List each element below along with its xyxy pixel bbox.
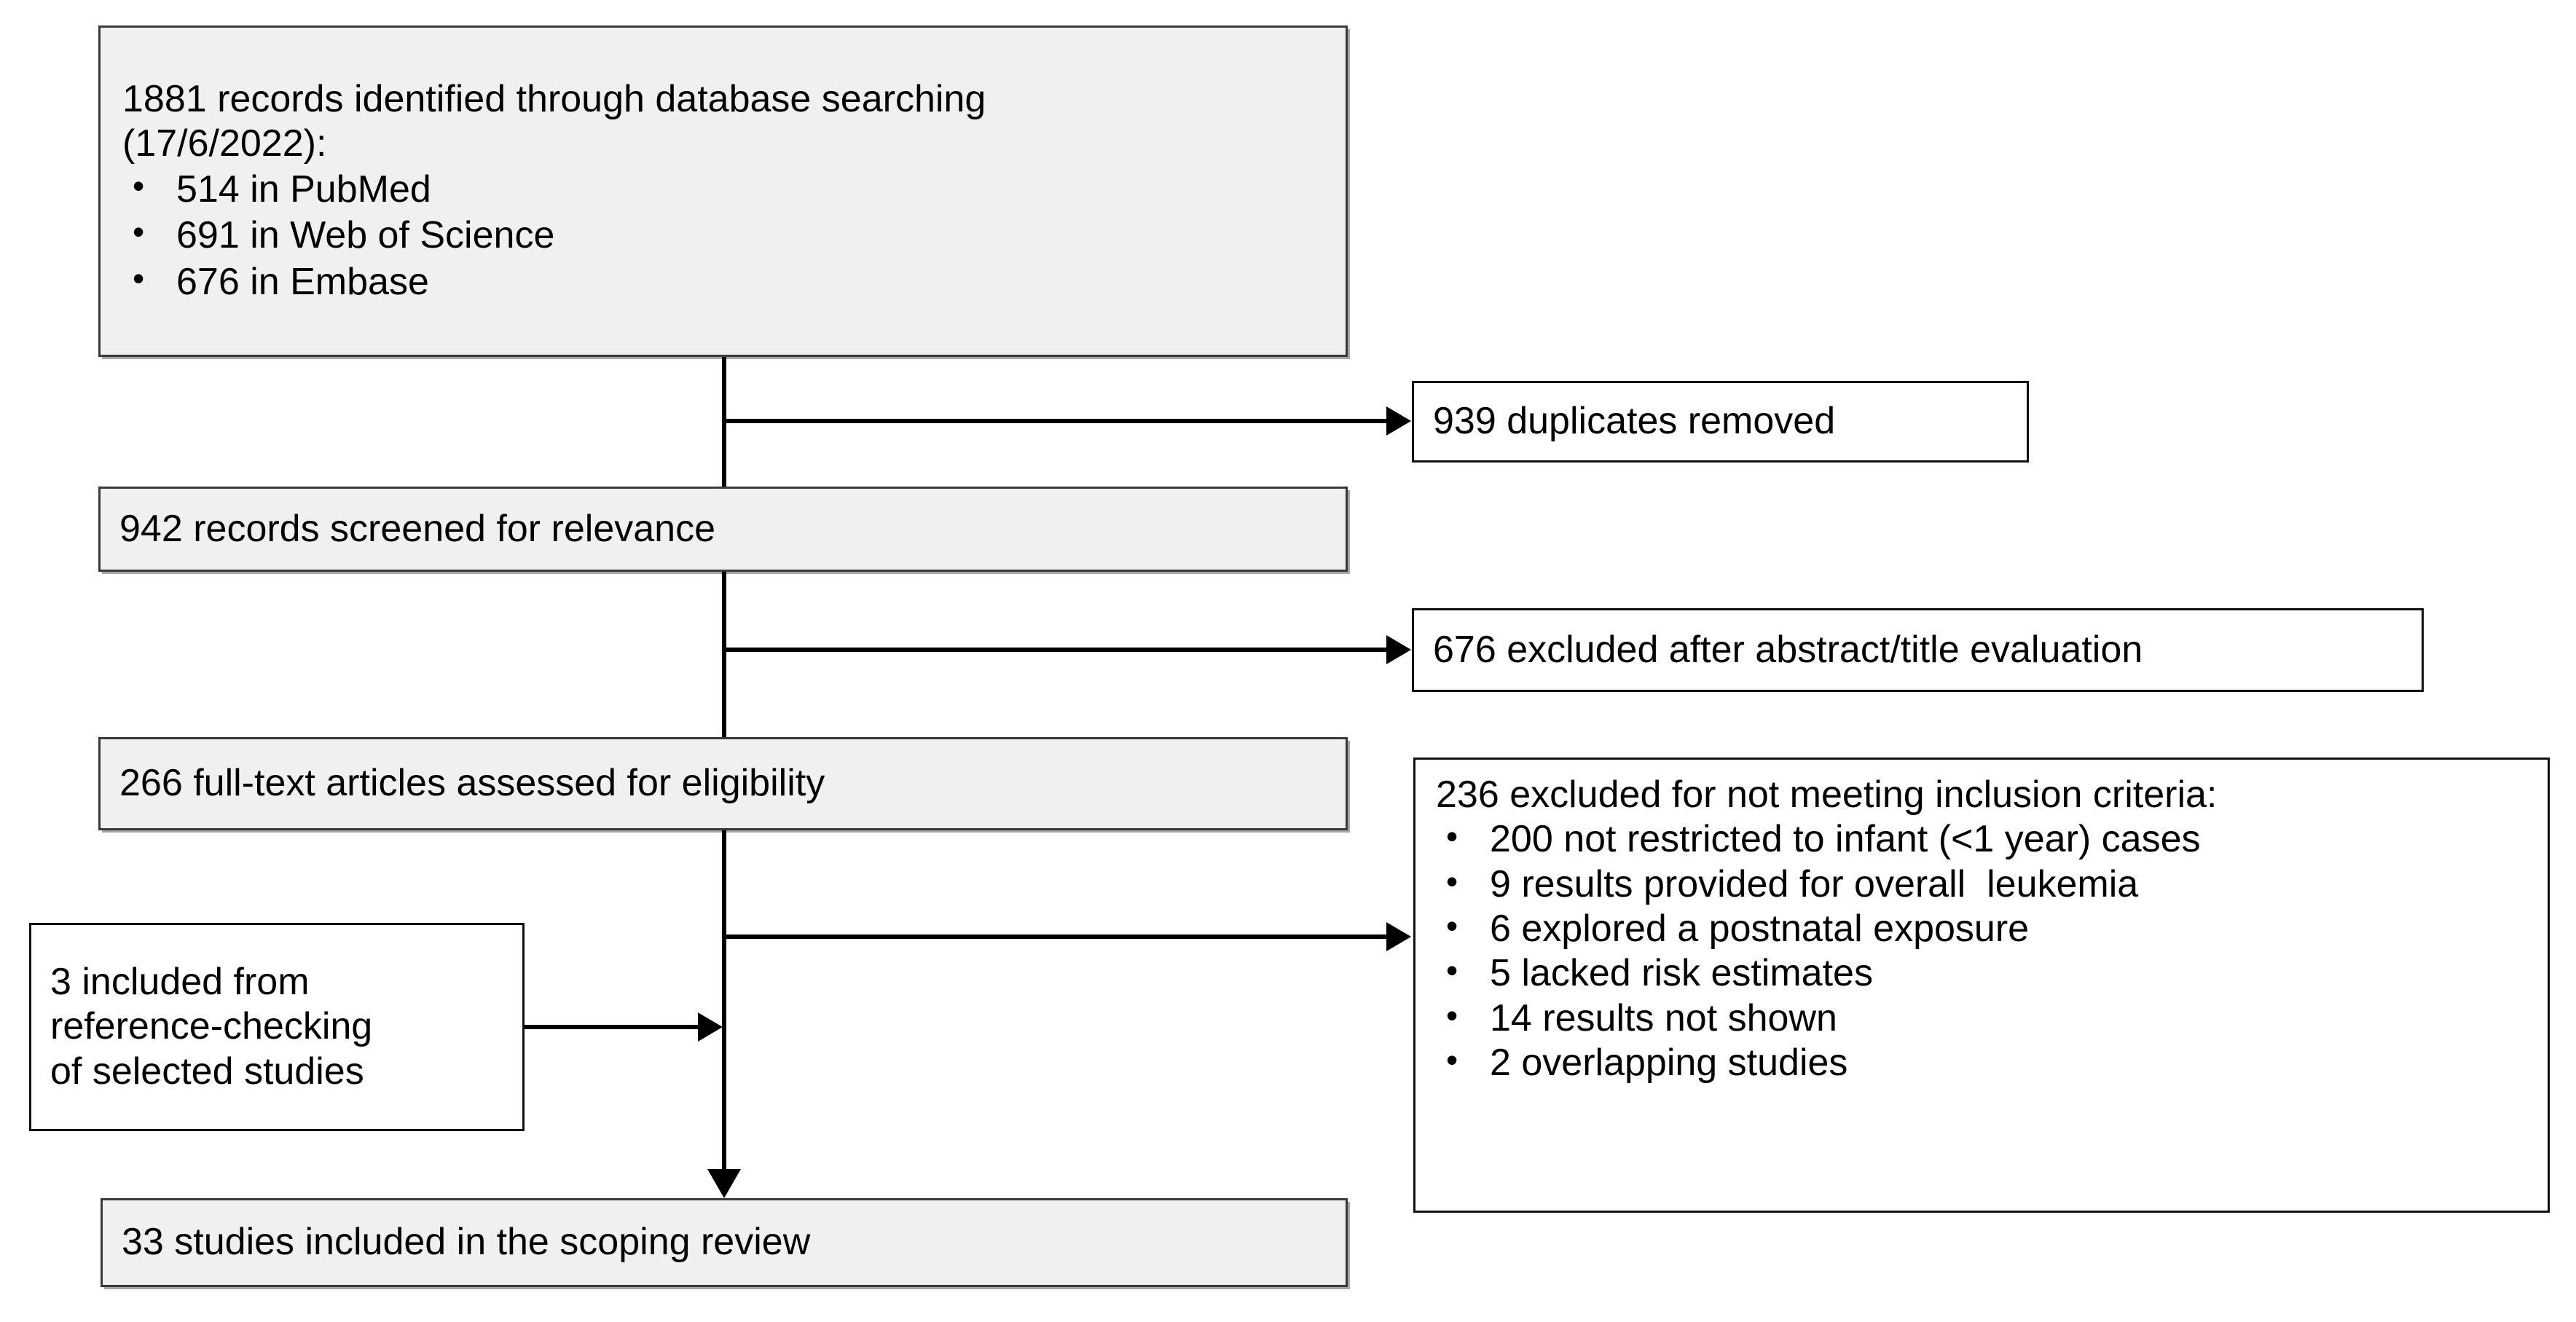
box-excluded-abstract-title: 676 excluded after abstract/title evalua…: [1412, 608, 2424, 692]
reference-checking-line1: 3 included from: [50, 960, 310, 1003]
box-records-identified: 1881 records identified through database…: [98, 25, 1348, 357]
list-item: 5 lacked risk estimates: [1436, 950, 2527, 996]
duplicates-removed-text: 939 duplicates removed: [1433, 400, 1836, 443]
list-item: 676 in Embase: [122, 258, 1324, 305]
reference-checking-line2: reference-checking: [50, 1005, 373, 1048]
excluded-inclusion-criteria-heading: 236 excluded for not meeting inclusion c…: [1436, 774, 2218, 816]
arrowhead-reference-checking: [698, 1012, 723, 1042]
box-studies-included: 33 studies included in the scoping revie…: [101, 1198, 1348, 1287]
records-identified-heading-line2: (17/6/2022):: [122, 122, 327, 165]
list-item: 14 results not shown: [1436, 995, 2527, 1041]
box-fulltext-assessed: 266 full-text articles assessed for elig…: [98, 737, 1348, 830]
list-item: 9 results provided for overall leukemia: [1436, 861, 2527, 907]
records-identified-heading-line1: 1881 records identified through database…: [122, 77, 986, 120]
arrowhead-duplicates: [1386, 406, 1411, 436]
list-item: 200 not restricted to infant (<1 year) c…: [1436, 816, 2527, 862]
box-duplicates-removed: 939 duplicates removed: [1412, 381, 2029, 463]
connector-eligibility-to-included: [722, 830, 726, 1195]
arrowhead-inclusion-criteria: [1386, 922, 1411, 951]
box-records-screened: 942 records screened for relevance: [98, 487, 1348, 572]
connector-branch-abstract-title: [722, 648, 1388, 652]
fulltext-assessed-text: 266 full-text articles assessed for elig…: [119, 762, 825, 805]
records-identified-source-list: 514 in PubMed 691 in Web of Science 676 …: [122, 165, 1324, 305]
reference-checking-line3: of selected studies: [50, 1050, 364, 1093]
records-screened-text: 942 records screened for relevance: [119, 507, 716, 550]
list-item: 691 in Web of Science: [122, 211, 1324, 259]
list-item: 2 overlapping studies: [1436, 1039, 2527, 1085]
list-item: 514 in PubMed: [122, 165, 1324, 213]
arrowhead-included: [707, 1169, 741, 1198]
connector-branch-duplicates: [722, 419, 1388, 423]
excluded-abstract-title-text: 676 excluded after abstract/title evalua…: [1433, 628, 2143, 671]
excluded-inclusion-criteria-list: 200 not restricted to infant (<1 year) c…: [1436, 816, 2527, 1085]
connector-identification-to-screening: [722, 357, 726, 489]
connector-branch-inclusion-criteria: [722, 935, 1388, 939]
studies-included-text: 33 studies included in the scoping revie…: [122, 1221, 811, 1264]
box-excluded-inclusion-criteria: 236 excluded for not meeting inclusion c…: [1413, 758, 2550, 1213]
list-item: 6 explored a postnatal exposure: [1436, 905, 2527, 951]
box-reference-checking: 3 included from reference-checking of se…: [29, 923, 525, 1131]
arrowhead-abstract-title: [1386, 635, 1411, 664]
connector-screening-to-eligibility: [722, 570, 726, 739]
connector-reference-checking-to-trunk: [525, 1025, 699, 1029]
